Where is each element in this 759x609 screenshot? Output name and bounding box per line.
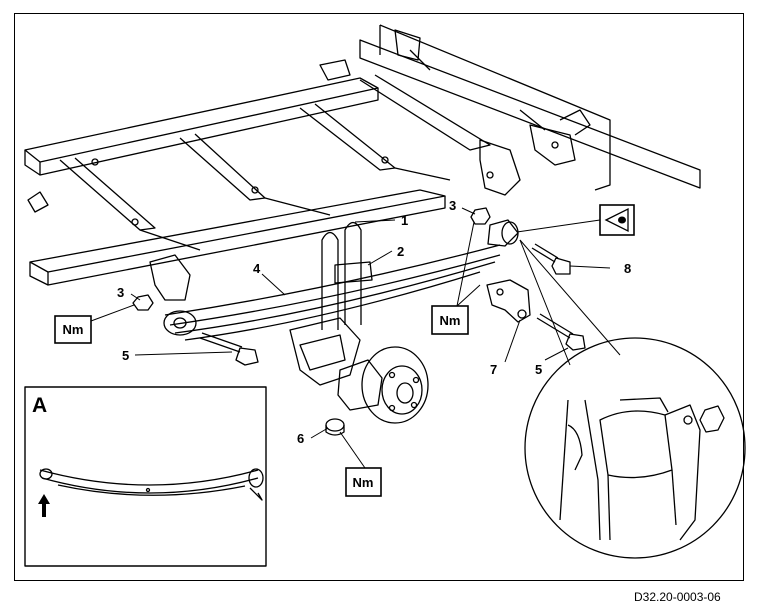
callout-3-left: 3 (117, 285, 124, 300)
callout-2: 2 (397, 244, 404, 259)
nuts (132, 207, 491, 436)
push-arrow-icon (38, 494, 50, 517)
spring-eye-bush (487, 219, 519, 247)
callout-1: 1 (401, 213, 408, 228)
torque-label: Nm (440, 313, 461, 328)
inset-a-box (24, 386, 267, 567)
callout-7: 7 (490, 362, 497, 377)
torque-box-bottom: Nm (345, 467, 382, 497)
detail-magnifier (524, 337, 746, 559)
callout-5-left: 5 (122, 348, 129, 363)
chassis-frame (24, 24, 701, 301)
document-id: D32.20-0003-06 (634, 590, 721, 604)
callout-4: 4 (253, 261, 261, 276)
shackle (486, 279, 531, 323)
torque-box-middle: Nm (431, 305, 469, 335)
axle-hub (289, 317, 429, 424)
torque-label: Nm (63, 322, 84, 337)
leader-lines (90, 207, 621, 469)
inset-a-spring (39, 468, 264, 501)
leaf-spring (163, 244, 501, 341)
callout-8: 8 (624, 261, 631, 276)
triangle-eye-icon (599, 204, 635, 236)
bolts (199, 243, 586, 366)
torque-box-left: Nm (54, 315, 92, 344)
callout-6: 6 (297, 431, 304, 446)
u-bolts (321, 221, 373, 330)
inset-label: A (32, 394, 47, 417)
callout-5-right: 5 (535, 362, 542, 377)
callout-3-right: 3 (449, 198, 456, 213)
drawing-frame (14, 13, 744, 581)
torque-label: Nm (353, 475, 374, 490)
